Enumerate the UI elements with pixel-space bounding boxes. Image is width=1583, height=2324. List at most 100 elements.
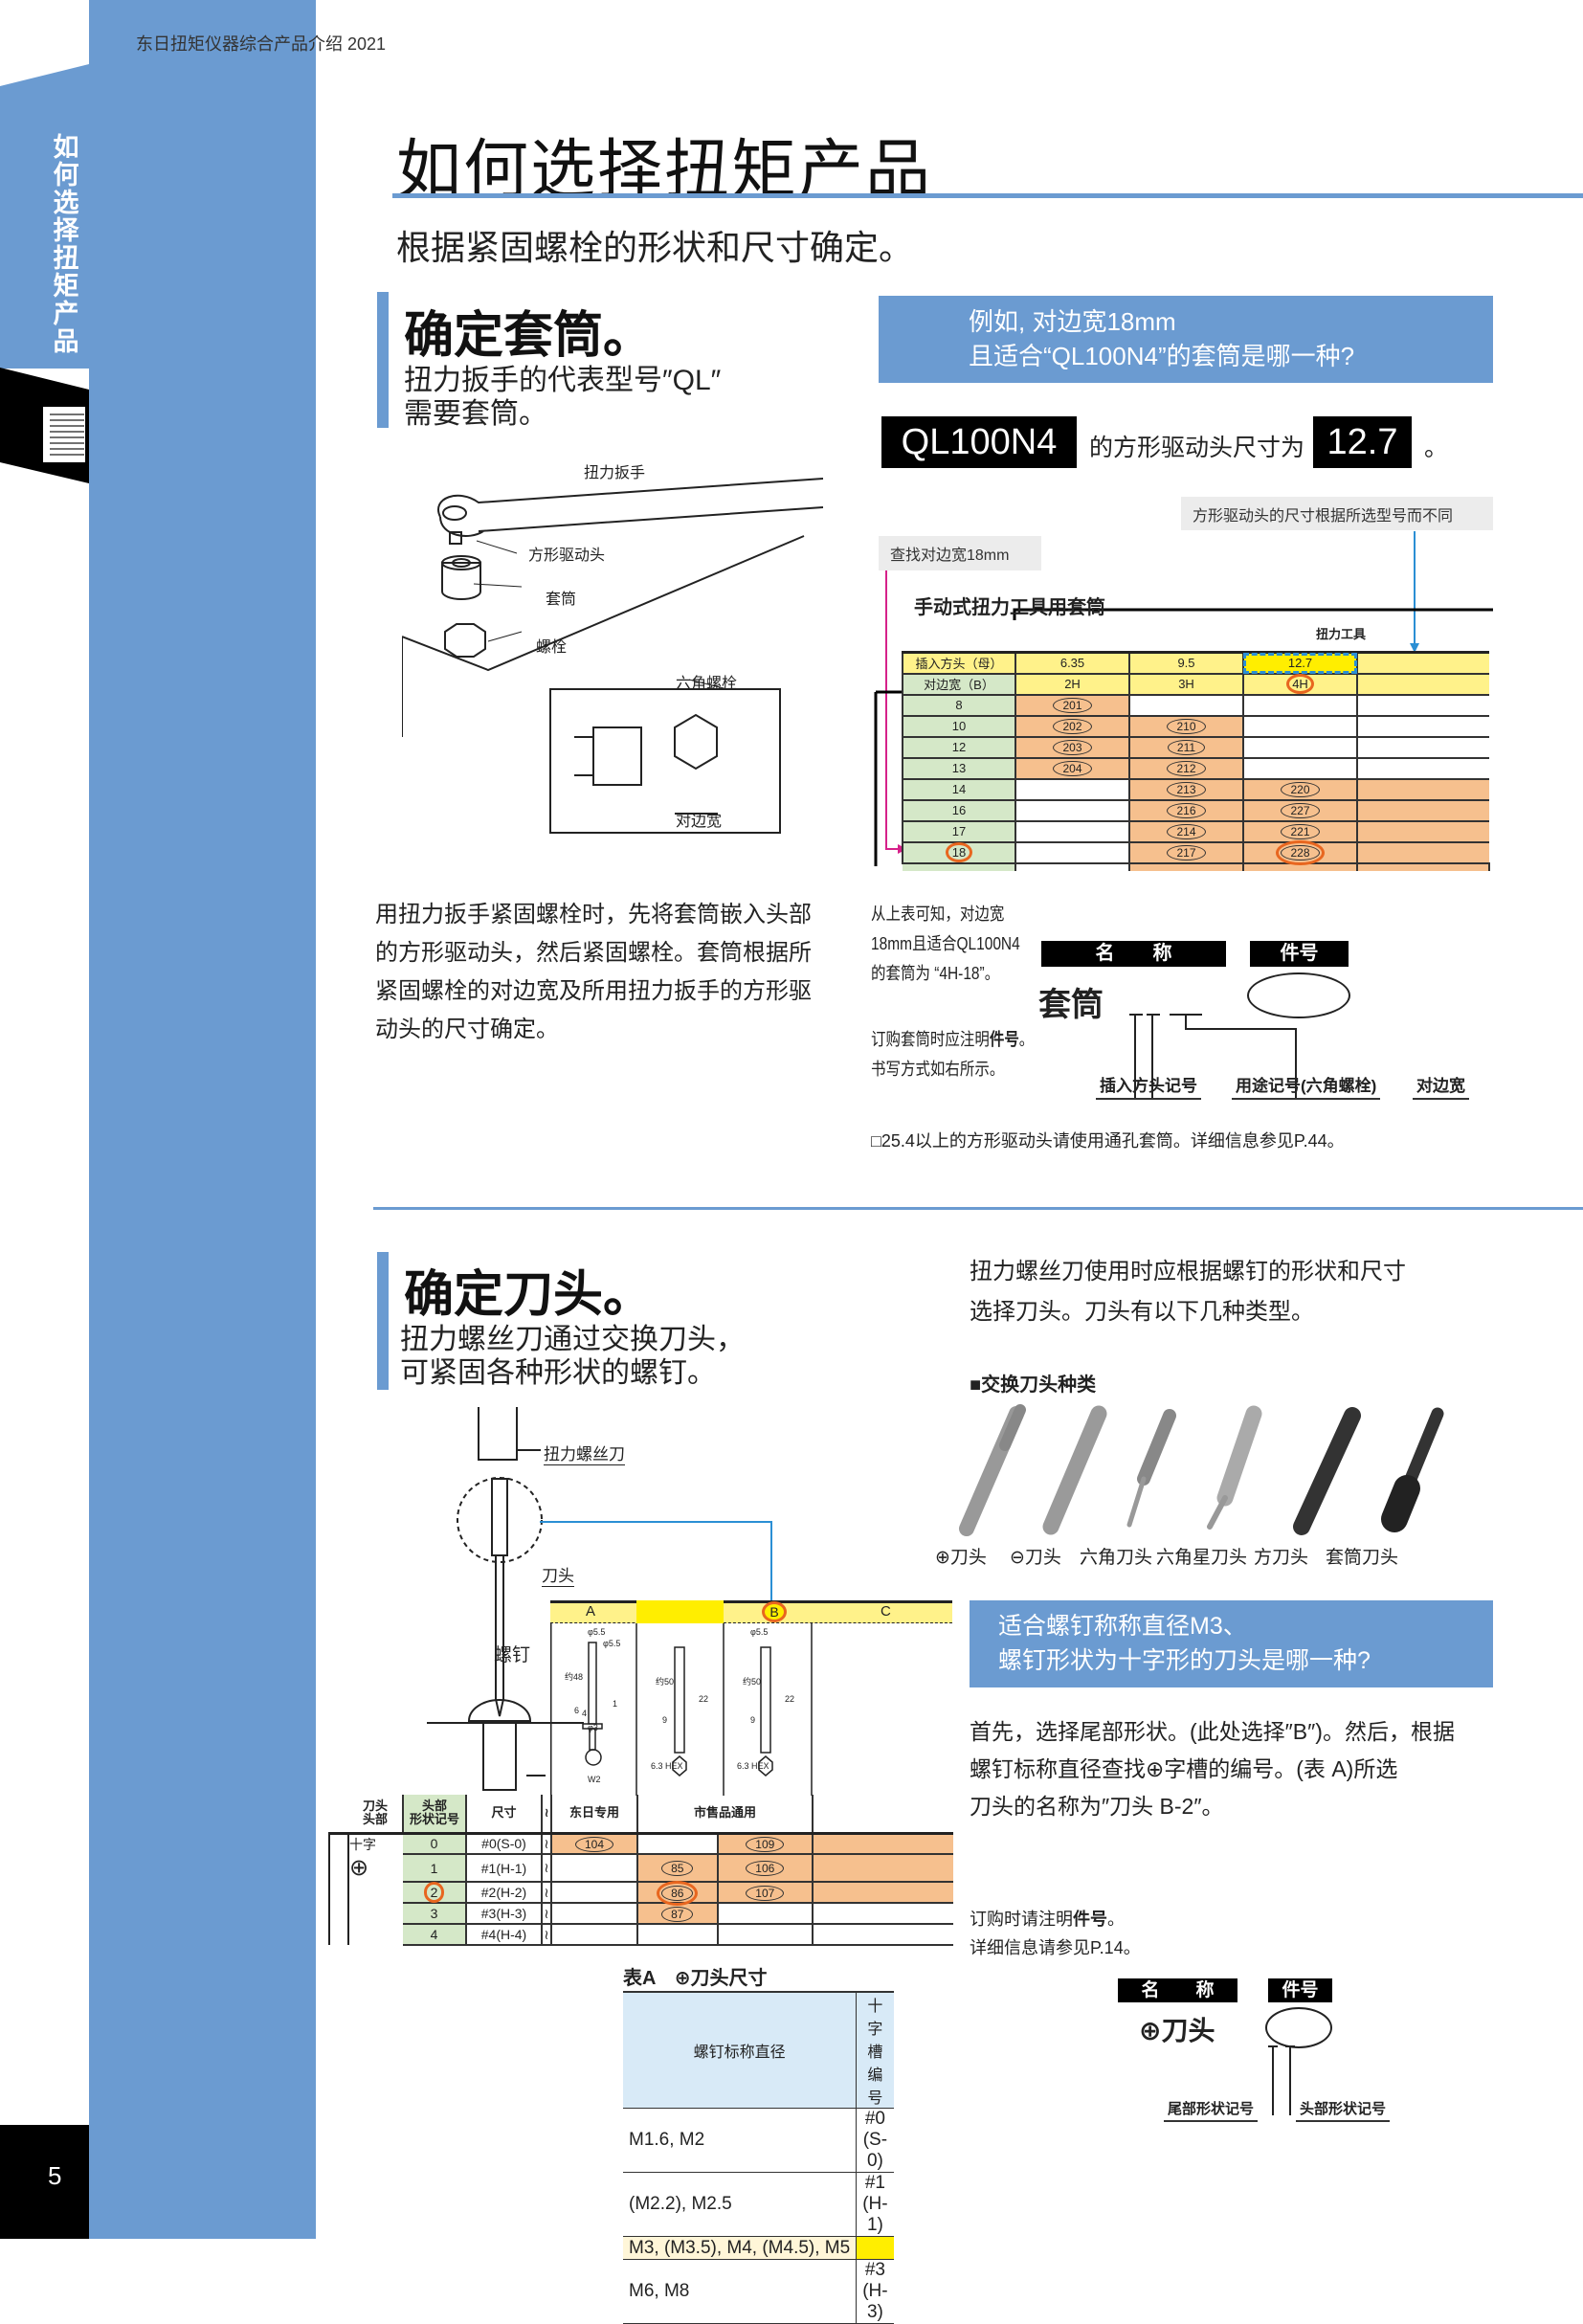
part-number: 85 [661,1861,694,1876]
part-cell [1357,862,1490,871]
part-cell: 210 [1129,715,1244,738]
paragraph-line: 用扭力扳手紧固螺栓时，先将套筒嵌入头部 [375,902,812,927]
part-cell-more [1357,736,1489,759]
form-leader-lines [1268,2045,1295,2115]
across-flats: 16 [902,799,1016,822]
shape-cell: 2 [403,1882,467,1904]
desc-line: 扭力扳手的代表型号″QL″ [404,365,722,396]
part-cell: 107 [717,1882,814,1904]
table-cell: M1.6, M2 [623,2108,858,2173]
column-header: 市售品通用 [637,1795,814,1835]
part-cell: 228 [1243,839,1358,865]
socket-paragraph: 用扭力扳手紧固螺栓时，先将套筒嵌入头部的方形驱动头，然后紧固螺栓。套筒根据所紧固… [375,896,812,1049]
drive-size: 12.7 [1243,652,1358,675]
table-row: 4#4(H-4)≀ [328,1924,953,1946]
bit-type-label: 六角星刀头 [1156,1548,1248,1568]
part-cell: 85 [637,1854,719,1883]
screwdriver-illustration [427,1407,772,1791]
part-cell [1243,694,1358,717]
dim-label: φ5.5 [588,1627,606,1637]
part-number: 107 [746,1885,785,1901]
column-header: 刀头 头部 [348,1795,403,1835]
head-cell: ⊕ [347,1854,403,1882]
socket-order-note: 订购套筒时应注明件号。书写方式如右所示。 [871,1025,1034,1084]
head-cell [347,1903,403,1924]
part-number: 221 [1281,823,1320,839]
part-number: 202 [1053,718,1092,734]
bit-column-header [550,1600,952,1623]
bit-type-label: 方刀头 [1254,1548,1309,1568]
sidebar-band [89,0,316,2239]
square-bit-icon [1293,1407,1361,1535]
table-a-label: 表A [623,1968,656,1989]
side-tab-label[interactable]: 如何选择扭矩产品 [53,133,79,356]
part-cell [1015,778,1130,801]
socket-heading: 确定套筒。 [404,308,654,364]
across-flats-highlight: 18 [945,842,973,862]
label-drive: 方形驱动头 [528,547,606,564]
bit-column-a[interactable]: A [586,1603,596,1620]
part-cell: 86 [637,1880,719,1906]
shape-cell: 3 [403,1903,467,1925]
part-cell-more [1357,778,1489,801]
part-cell-more [1357,757,1489,780]
part-number: 228 [1276,839,1325,865]
bit-order-note: 订购时请注明件号。详细信息请参见P.14。 [970,1905,1141,1962]
result-line: 的套筒为 “4H-18”。 [871,964,1000,983]
dim-label: 6 [574,1706,580,1715]
intro-line: 扭力螺丝刀使用时应根据螺钉的形状和尺寸 [970,1259,1406,1285]
part-cell [551,1854,638,1883]
find-note: 查找对边宽18mm [879,536,1041,570]
part-cell [1015,799,1130,822]
dim-label: 6.3 HEX [737,1761,769,1771]
drive-code-highlight: 4H [1286,674,1314,694]
head-cell: 十字 [347,1833,403,1854]
bit-dimension-drawings [550,1623,813,1796]
bit-column-b-highlight [636,1600,724,1623]
form-product: 套筒 [1038,987,1104,1023]
column-header: 螺钉标称直径 [623,1992,858,2109]
paragraph-line: 紧固螺栓的对边宽及所用扭力扳手的方形驱 [375,978,812,1004]
result-line: 从上表可知，对边宽 [871,905,1005,924]
part-number-field[interactable] [1265,2007,1332,2048]
part-cell [1243,757,1358,780]
form-label: 插入方头记号 [1096,1072,1201,1100]
bit-desc: 扭力螺丝刀通过交换刀头，可紧固各种形状的螺钉。 [400,1323,745,1390]
order-note-line2: 详细信息请参见P.14。 [970,1938,1141,1957]
bit-heading: 确定刀头。 [404,1267,654,1323]
part-number: 204 [1053,760,1092,776]
dim-label: W2 [588,1775,601,1784]
size-cell: #1(H-1) [466,1854,543,1883]
shape-highlight: 2 [423,1882,445,1903]
part-cell-more [1357,799,1489,822]
dim-label: φ5.5 [750,1627,769,1637]
row-head: 对边宽（B） [902,673,1016,696]
bit-intro: 扭力螺丝刀使用时应根据螺钉的形状和尺寸选择刀头。刀头有以下几种类型。 [970,1252,1406,1332]
size-cell: #2(H-2) [466,1882,543,1904]
part-number: 106 [746,1861,785,1876]
order-note-bold: 件号 [1073,1910,1107,1929]
part-cell: 214 [1129,820,1244,843]
part-cell [1129,862,1244,871]
shape-cell: 1 [403,1854,467,1883]
part-number-field[interactable] [1247,972,1350,1018]
part-cell-more [813,1924,953,1946]
part-cell-more [1357,841,1489,864]
part-number: 210 [1167,718,1206,734]
part-cell: 221 [1243,820,1358,843]
part-cell [551,1882,638,1904]
part-cell [637,1833,719,1855]
dim-label: 22 [699,1694,709,1704]
bit-column-c[interactable]: C [881,1603,891,1620]
table-cell: (M2.2), M2.5 [623,2172,858,2237]
bit-column-b[interactable]: B [762,1601,787,1622]
across-flats: 12 [902,736,1016,759]
paragraph-line: 动头的尺寸确定。 [375,1017,559,1042]
